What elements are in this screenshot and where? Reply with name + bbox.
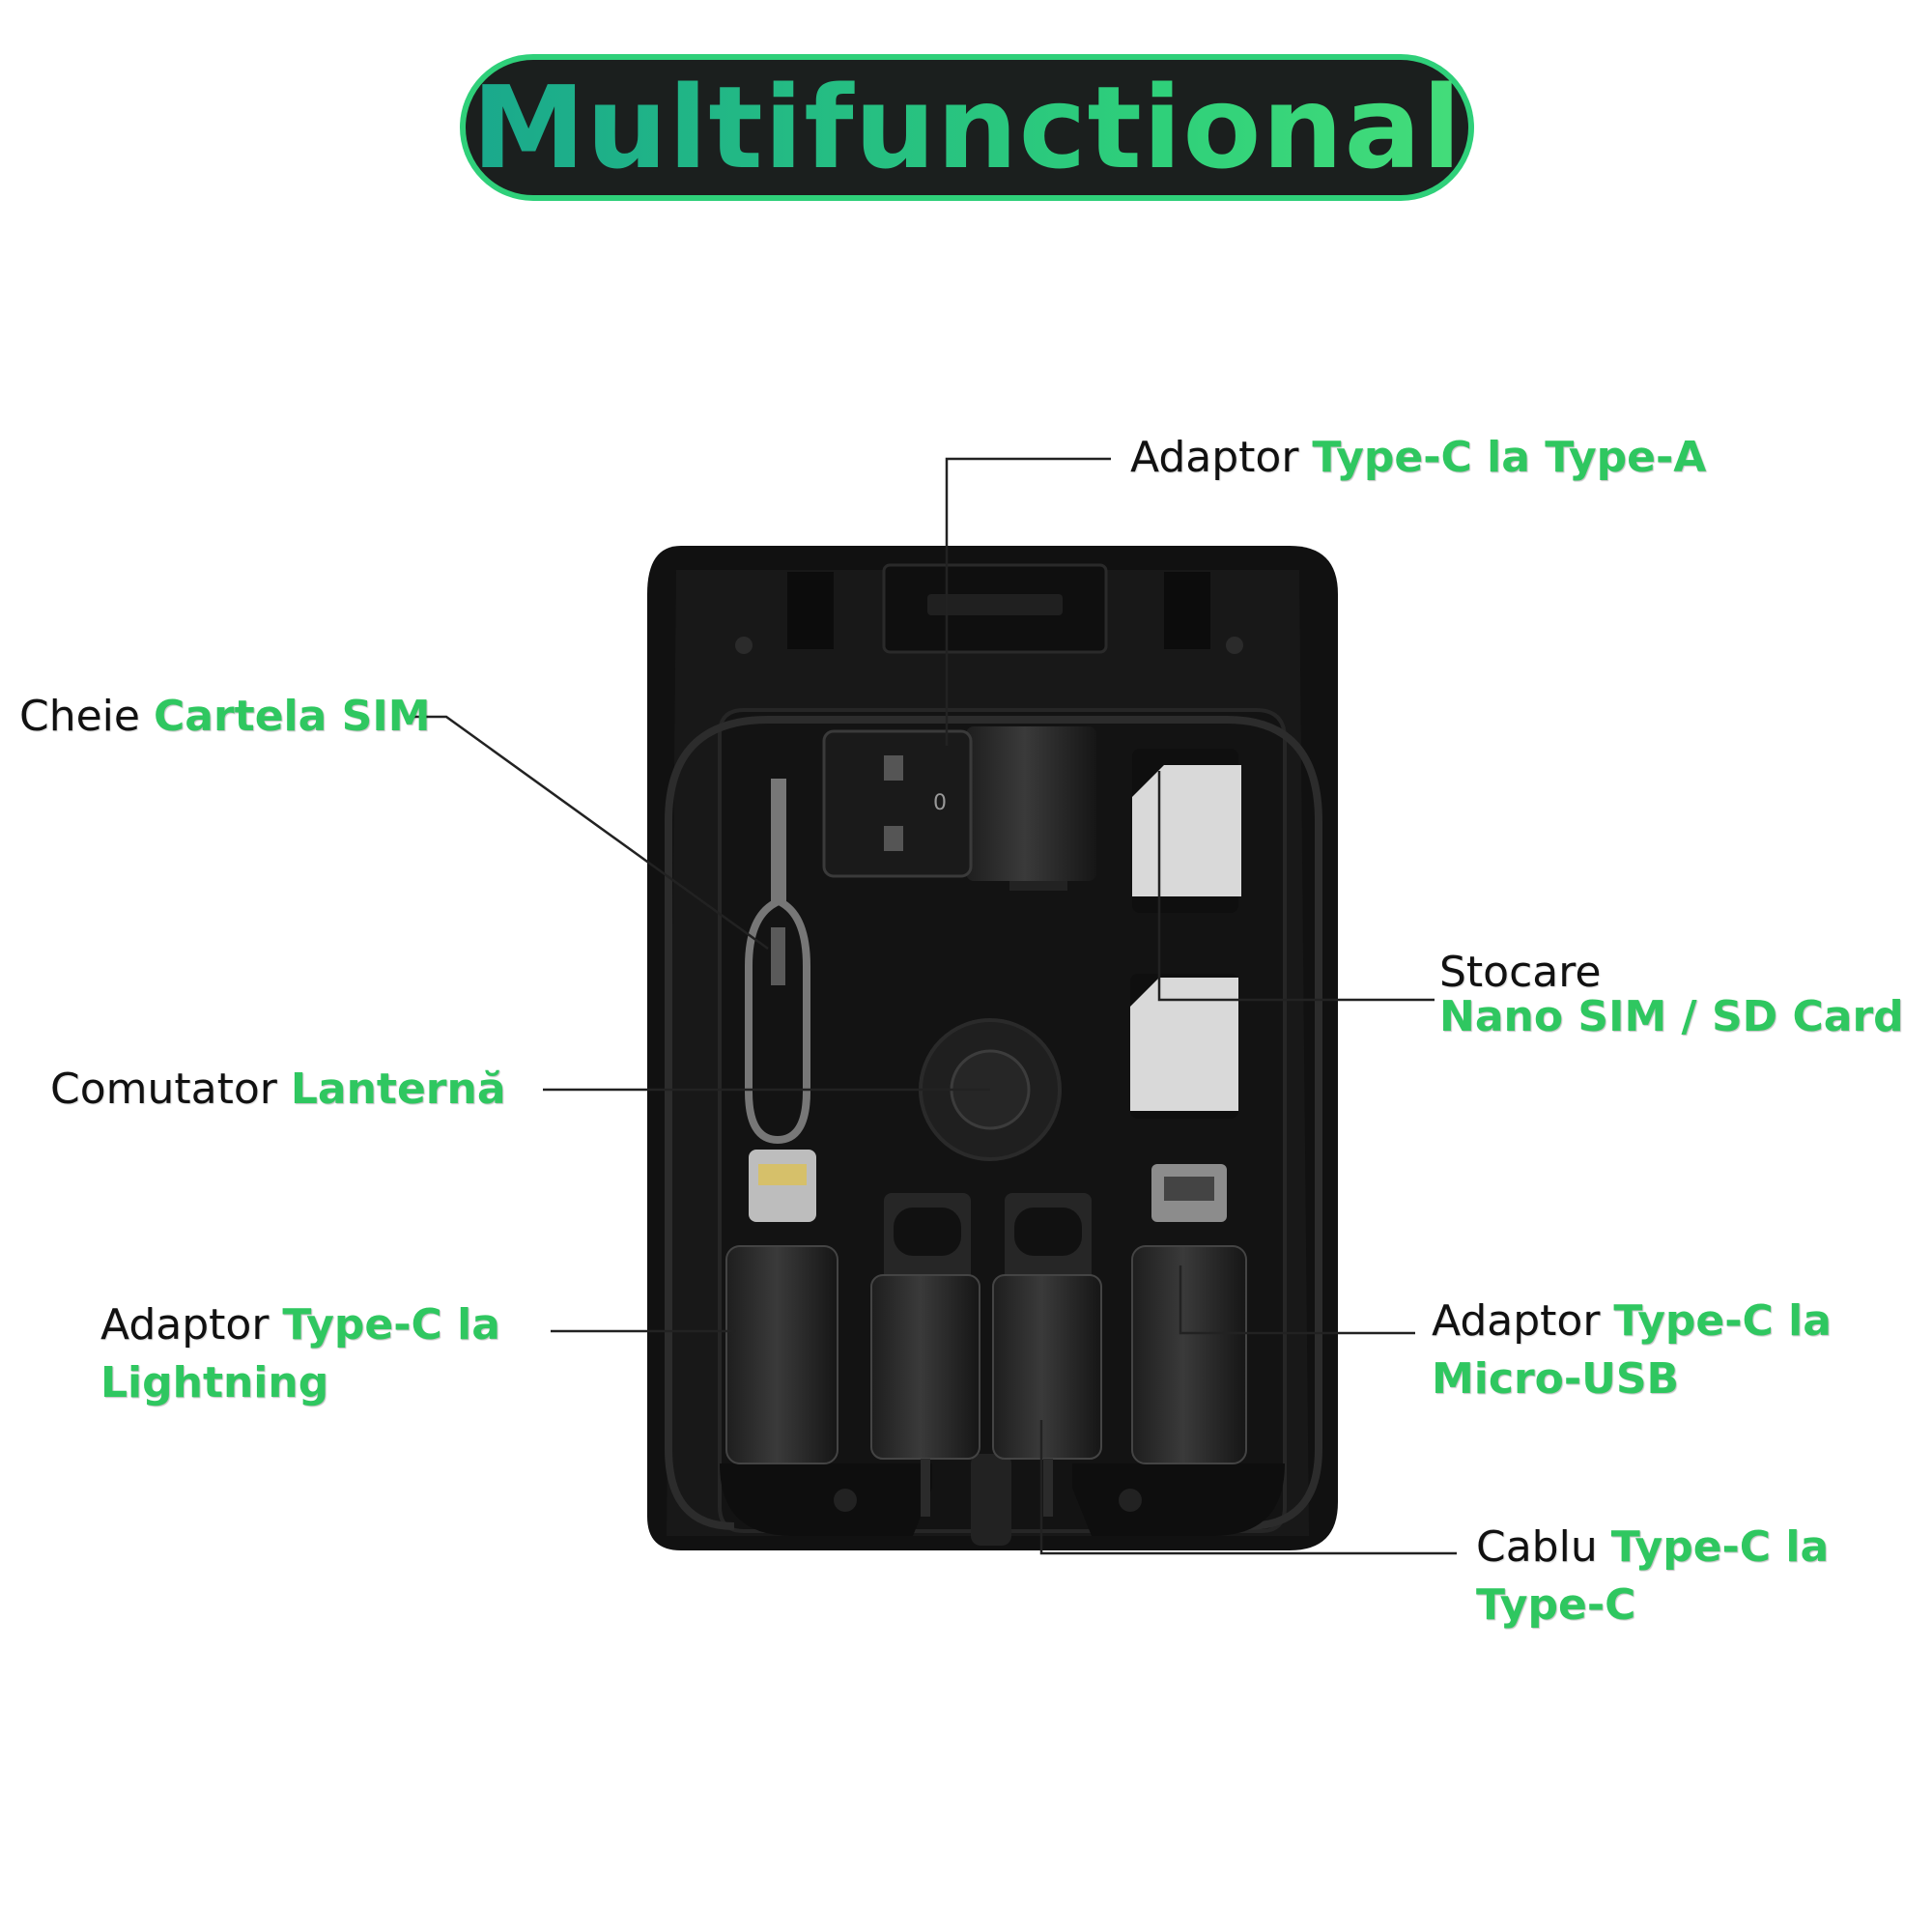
leader-type-a — [945, 457, 1111, 746]
type-c-cable — [870, 1193, 1102, 1517]
leader-micro-usb — [1179, 1265, 1415, 1335]
sim-key — [745, 779, 810, 1145]
leader-cable — [1039, 1420, 1457, 1555]
leader-sim-key — [411, 715, 769, 951]
label-lightning: Adaptor Type-C la Lightning — [100, 1300, 500, 1407]
label-storage: Stocare Nano SIM / SD Card — [1439, 948, 1904, 1041]
title-banner: Multifunctional — [460, 54, 1474, 201]
label-cable: Cablu Type-C la Type-C — [1476, 1522, 1830, 1630]
page-title: Multifunctional — [471, 61, 1463, 194]
label-micro-usb: Adaptor Type-C la Micro-USB — [1432, 1296, 1832, 1404]
type-c-to-lightning-adapter — [725, 1150, 838, 1464]
leader-storage — [1157, 771, 1435, 1002]
leader-lines — [411, 457, 1457, 1555]
usb-glyph: 0 — [933, 791, 947, 815]
type-c-to-micro-usb-adapter — [1131, 1164, 1247, 1464]
type-c-to-type-a-adapter: 0 — [822, 726, 1096, 891]
label-type-a: Adaptor Type-C la Type-A — [1130, 433, 1707, 482]
label-sim-key: Cheie Cartela SIM — [19, 692, 431, 741]
label-flashlight: Comutator Lanternă — [50, 1065, 506, 1114]
